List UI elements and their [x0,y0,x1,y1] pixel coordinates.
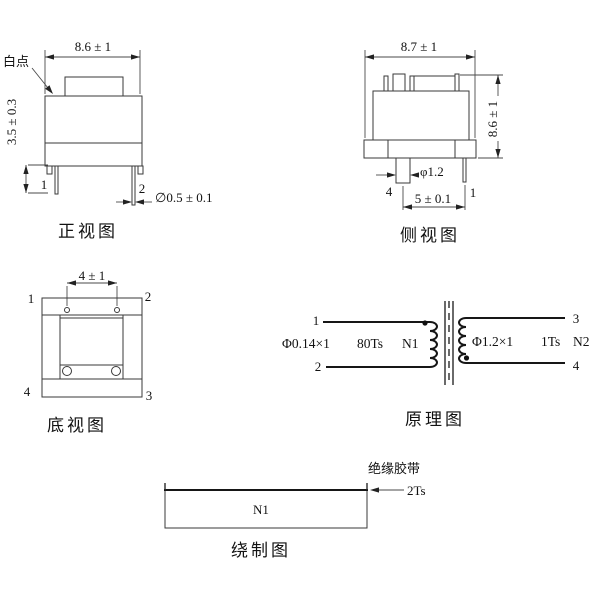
bottom-view: 4 ± 1 1 2 4 3 底视图 [24,268,153,435]
side-pin-4 [395,157,411,184]
leader-arrowhead [45,85,53,94]
bottom-pin1-hole [64,307,70,313]
side-pin-1 [462,157,467,183]
bottom-pin2-label: 2 [145,289,152,304]
side-body [372,90,470,141]
bottom-pin4-hole [62,366,72,376]
winding-diagram: N1 绝缘胶带 2Ts 绕制图 [164,461,426,560]
side-thick-pin-diameter: φ1.2 [420,164,444,179]
front-pin-1 [54,165,59,195]
side-top-post [409,75,415,92]
tape-turns-label: 2Ts [407,483,426,498]
side-width-dimension: 8.7 ± 1 [401,39,437,54]
bottom-pin4-label: 4 [24,384,31,399]
side-top-post [383,75,389,92]
side-view-caption: 侧视图 [400,226,460,245]
side-height-dimension: 8.6 ± 1 [485,101,500,137]
schematic-pin4-label: 4 [573,358,580,373]
tape-label: 绝缘胶带 [368,461,420,476]
bottom-pin1-label: 1 [28,291,35,306]
bottom-outline [41,297,143,398]
front-view-caption: 正视图 [58,222,118,241]
side-top-post [454,73,460,92]
secondary-coil [458,317,467,364]
front-pin-diameter-dimension: ∅0.5 ± 0.1 [155,190,212,205]
side-pin1-label: 1 [470,185,477,200]
bottom-view-caption: 底视图 [47,416,107,435]
secondary-name: N2 [573,334,590,349]
front-pin-2 [131,165,136,206]
side-top-post [392,73,406,92]
side-pin4-label: 4 [386,184,393,199]
winding-diagram-caption: 绕制图 [231,541,291,560]
schematic-pin1-label: 1 [313,313,320,328]
front-pin2-label: 2 [139,181,146,196]
primary-name: N1 [402,336,419,351]
side-base-flange [363,139,477,159]
bottom-pin2-hole [114,307,120,313]
side-pin-pitch-dimension: 5 ± 0.1 [415,191,451,206]
front-bobbin-top [64,76,124,97]
winding-n1-label: N1 [253,502,269,517]
front-left-foot [46,165,53,175]
secondary-polarity-dot [463,355,470,361]
schematic-pin2-label: 2 [315,359,322,374]
front-right-foot [137,165,144,175]
schematic: 1 2 Φ0.14×1 80Ts N1 Φ1.2×1 1Ts N2 3 4 原理… [282,301,590,429]
arrowhead [131,54,140,60]
front-view: 8.6 ± 1 白点 1 2 3.5 ± 0.3 ∅0.5 ± 0.1 正视图 [3,39,212,241]
primary-polarity-dot [422,320,428,326]
front-pin-length-dimension: 3.5 ± 0.3 [4,99,19,145]
core-symbol [444,301,454,385]
secondary-wire-spec: Φ1.2×1 [472,334,513,349]
front-pin1-label: 1 [41,177,48,192]
front-body [44,95,143,167]
primary-coil [429,321,438,368]
tape-arrowhead [370,487,379,493]
arrowhead [45,54,54,60]
bottom-pin3-label: 3 [146,388,153,403]
secondary-turns: 1Ts [541,334,560,349]
primary-wire-spec: Φ0.14×1 [282,336,330,351]
side-view: 8.7 ± 1 8.6 ± 1 4 1 φ1.2 [363,39,505,245]
bottom-pin3-hole [111,366,121,376]
schematic-pin3-label: 3 [573,311,580,326]
primary-turns: 80Ts [357,336,383,351]
white-dot-label: 白点 [3,54,29,69]
front-width-dimension: 8.6 ± 1 [75,39,111,54]
bottom-pin-pitch-dimension: 4 ± 1 [79,268,106,283]
schematic-caption: 原理图 [405,410,465,429]
